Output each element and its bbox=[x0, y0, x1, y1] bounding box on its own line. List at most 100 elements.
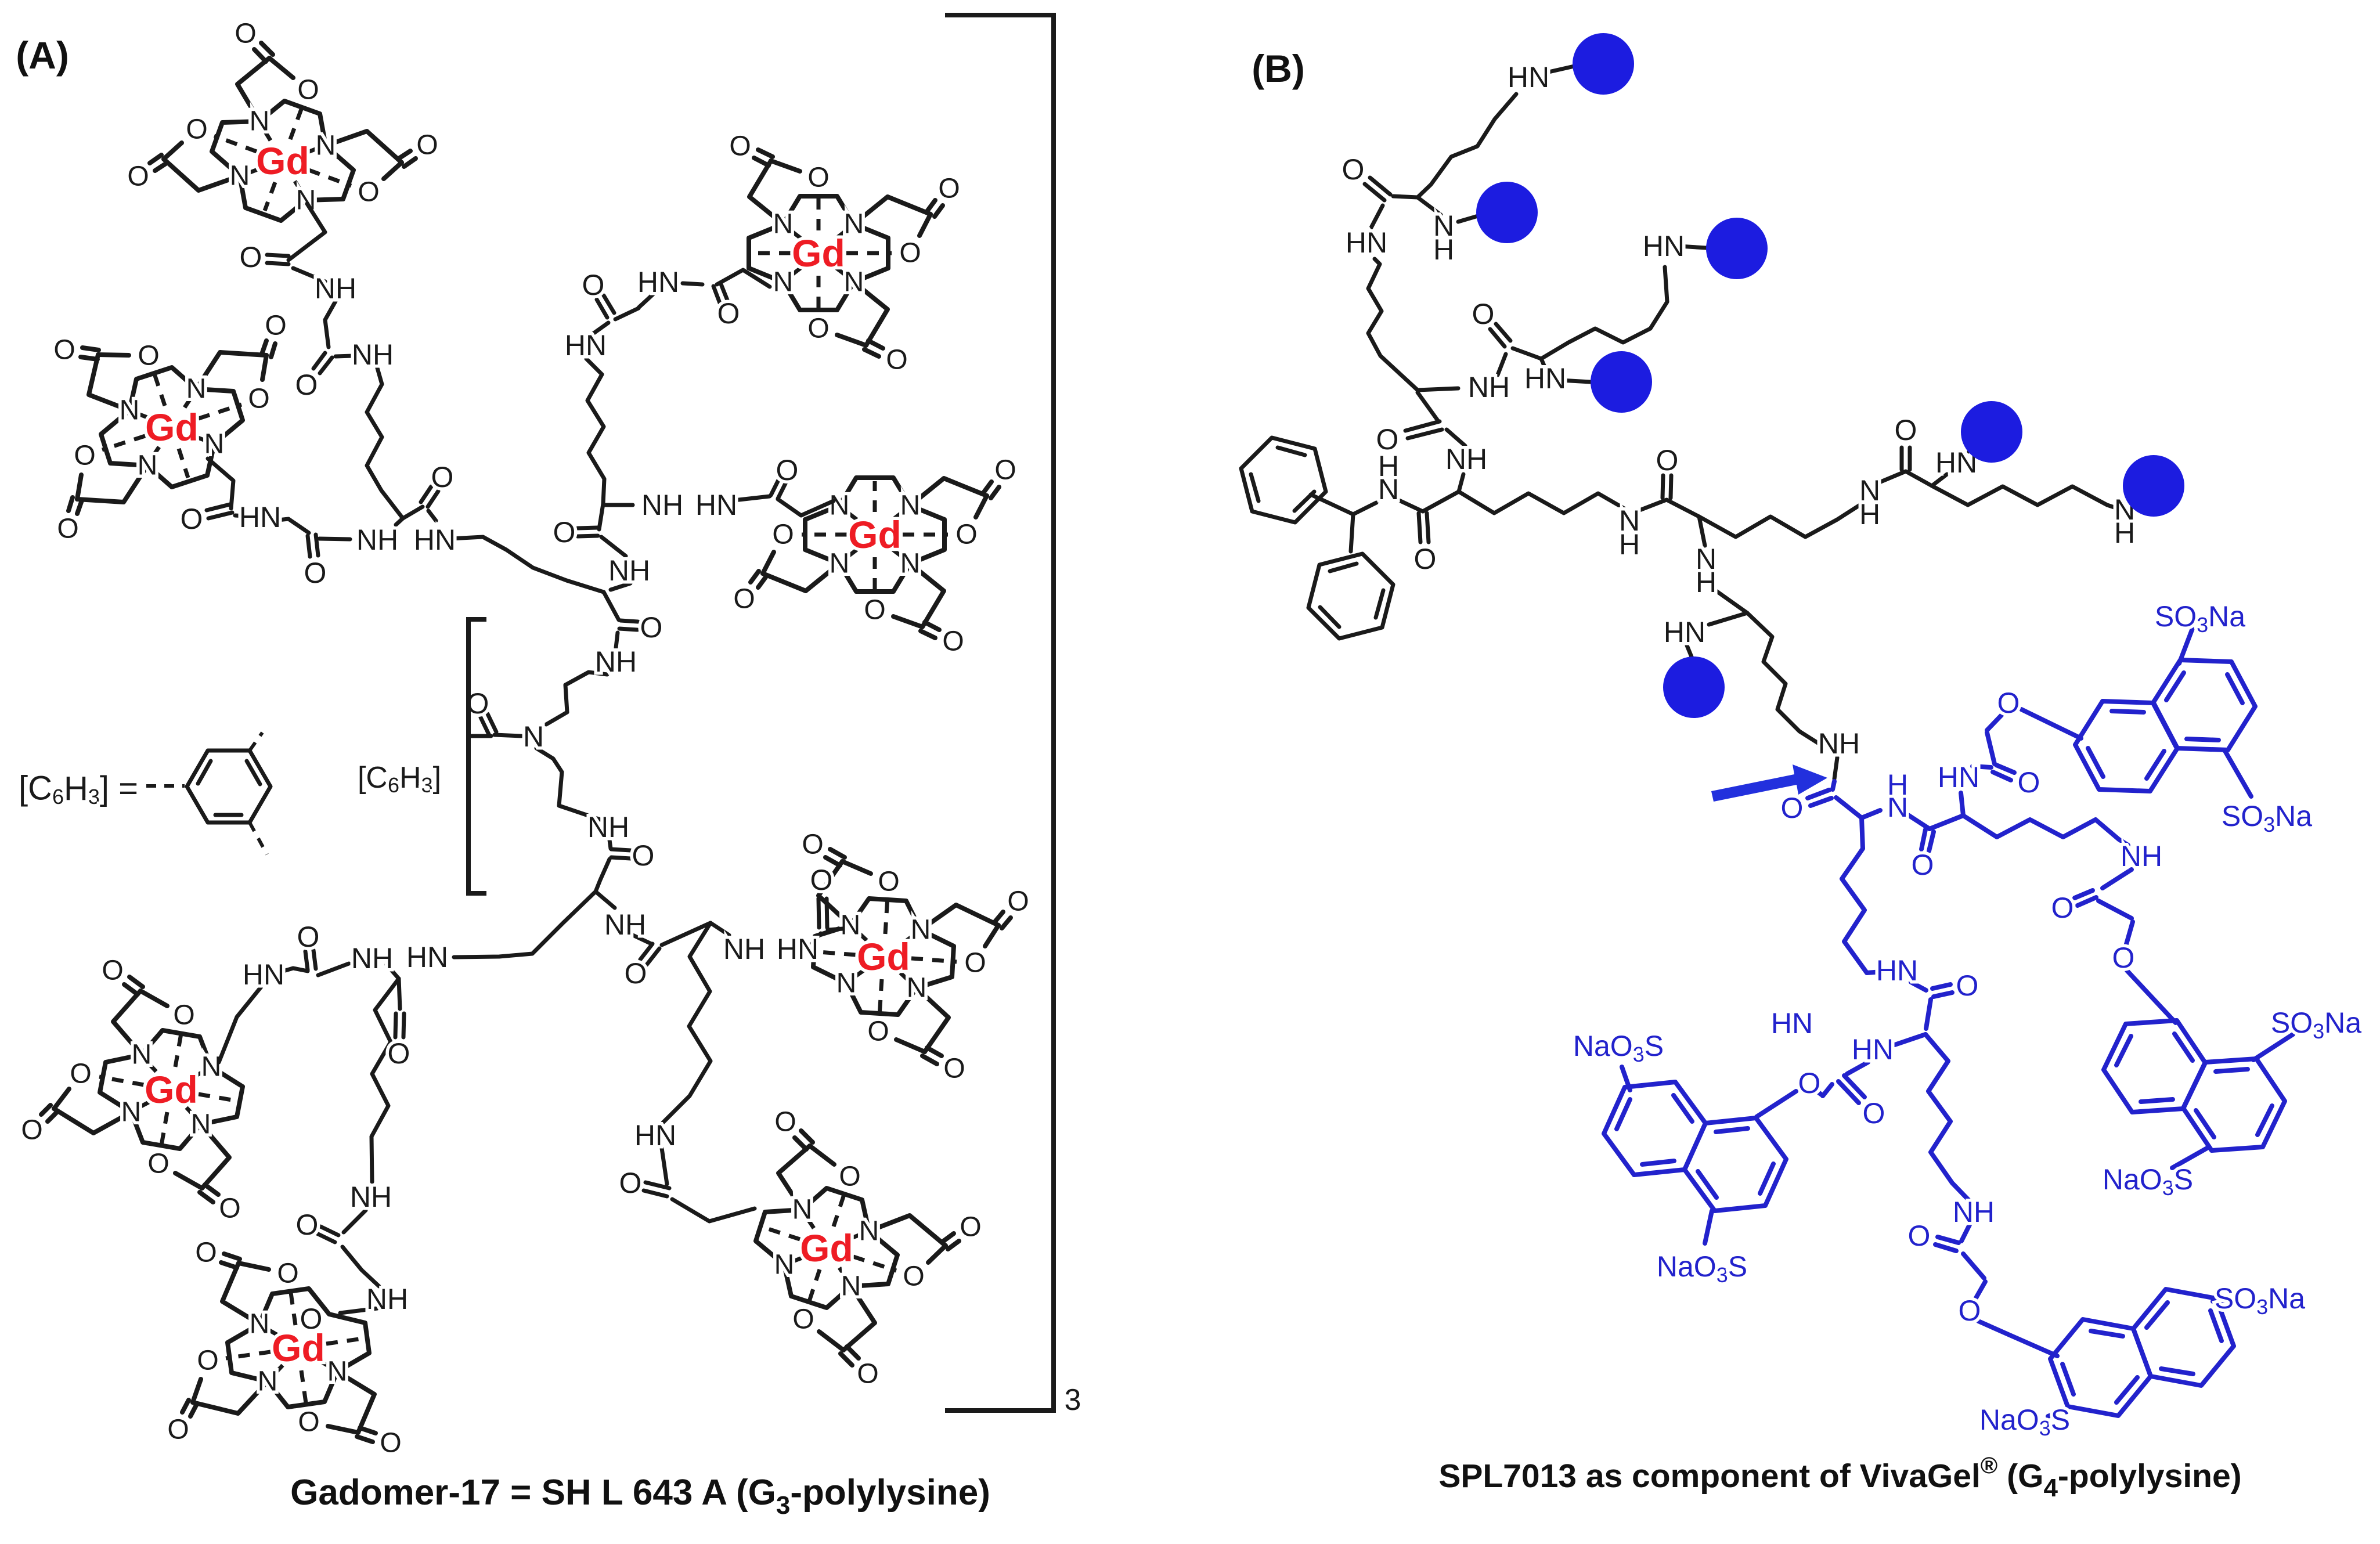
svg-text:N: N bbox=[250, 106, 270, 137]
svg-text:O: O bbox=[195, 1238, 217, 1268]
svg-text:O: O bbox=[903, 1261, 924, 1292]
svg-text:O: O bbox=[886, 345, 907, 376]
svg-text:HN: HN bbox=[1346, 226, 1387, 259]
svg-text:H: H bbox=[1887, 769, 1908, 801]
svg-text:O: O bbox=[57, 514, 78, 544]
svg-text:O: O bbox=[1414, 543, 1437, 575]
svg-text:O: O bbox=[810, 864, 833, 896]
svg-text:NH: NH bbox=[1445, 443, 1487, 475]
svg-text:O: O bbox=[2112, 941, 2135, 974]
svg-text:O: O bbox=[807, 313, 829, 344]
svg-text:HN: HN bbox=[1508, 61, 1549, 93]
svg-text:NH: NH bbox=[315, 272, 356, 305]
svg-text:N: N bbox=[844, 209, 864, 240]
svg-text:NH: NH bbox=[723, 933, 765, 965]
svg-text:SO3Na: SO3Na bbox=[2222, 800, 2312, 836]
svg-text:NH: NH bbox=[595, 645, 637, 678]
svg-text:NH: NH bbox=[2121, 840, 2162, 872]
svg-text:N: N bbox=[844, 267, 864, 298]
svg-text:N: N bbox=[841, 910, 861, 941]
svg-text:HN: HN bbox=[777, 933, 818, 965]
svg-text:O: O bbox=[186, 114, 207, 145]
svg-text:HN: HN bbox=[239, 501, 281, 533]
svg-text:Gd: Gd bbox=[800, 1226, 853, 1269]
svg-text:NH: NH bbox=[350, 1181, 392, 1213]
svg-text:NH: NH bbox=[356, 524, 398, 556]
svg-text:NaO3S: NaO3S bbox=[1573, 1030, 1664, 1066]
svg-text:(B): (B) bbox=[1252, 47, 1305, 90]
svg-text:NH: NH bbox=[1953, 1196, 1995, 1228]
svg-text:N: N bbox=[773, 267, 794, 298]
svg-text:O: O bbox=[774, 1107, 796, 1138]
svg-text:O: O bbox=[792, 1304, 814, 1335]
svg-text:Gd: Gd bbox=[792, 232, 845, 275]
svg-text:N: N bbox=[132, 1040, 152, 1070]
svg-text:HN: HN bbox=[1938, 761, 1979, 793]
svg-text:N: N bbox=[859, 1216, 879, 1247]
svg-text:Gd: Gd bbox=[857, 935, 910, 978]
svg-text:HN: HN bbox=[637, 266, 679, 298]
svg-text:NH: NH bbox=[1468, 371, 1510, 403]
svg-text:O: O bbox=[878, 867, 899, 897]
svg-text:NH: NH bbox=[587, 811, 629, 843]
svg-text:O: O bbox=[964, 948, 986, 979]
svg-text:N: N bbox=[2114, 493, 2135, 526]
svg-text:O: O bbox=[776, 454, 799, 486]
svg-text:SO3Na: SO3Na bbox=[2215, 1282, 2305, 1319]
svg-text:O: O bbox=[295, 369, 318, 401]
svg-text:NaO3S: NaO3S bbox=[1979, 1404, 2070, 1440]
svg-text:O: O bbox=[640, 611, 663, 644]
svg-text:N: N bbox=[900, 549, 921, 579]
svg-text:HN: HN bbox=[414, 524, 456, 556]
svg-text:O: O bbox=[955, 520, 977, 550]
svg-text:HN: HN bbox=[565, 329, 607, 362]
svg-text:O: O bbox=[1895, 414, 1917, 446]
svg-text:O: O bbox=[772, 520, 794, 550]
svg-text:Gadomer-17 = SH L 643 A (G3-po: Gadomer-17 = SH L 643 A (G3-polylysine) bbox=[290, 1473, 990, 1520]
svg-text:O: O bbox=[219, 1193, 240, 1224]
svg-text:O: O bbox=[138, 341, 159, 371]
svg-text:N: N bbox=[830, 549, 850, 579]
svg-text:O: O bbox=[807, 163, 829, 193]
svg-text:O: O bbox=[582, 269, 605, 301]
svg-text:N: N bbox=[327, 1357, 348, 1387]
svg-text:O: O bbox=[181, 503, 203, 535]
svg-text:NaO3S: NaO3S bbox=[1657, 1250, 1747, 1287]
svg-text:O: O bbox=[297, 75, 319, 106]
svg-text:O: O bbox=[431, 461, 454, 493]
svg-text:O: O bbox=[1656, 444, 1679, 477]
svg-text:O: O bbox=[632, 839, 655, 872]
svg-text:O: O bbox=[265, 311, 286, 341]
svg-text:O: O bbox=[1912, 849, 1934, 881]
svg-text:O: O bbox=[248, 384, 269, 414]
svg-text:[C6H3] =: [C6H3] = bbox=[19, 770, 138, 809]
svg-text:HN: HN bbox=[243, 958, 284, 991]
svg-text:O: O bbox=[70, 1059, 91, 1090]
svg-text:O: O bbox=[1376, 423, 1399, 456]
svg-text:[C6H3]: [C6H3] bbox=[358, 761, 441, 797]
svg-text:N: N bbox=[191, 1109, 211, 1140]
svg-text:O: O bbox=[899, 238, 921, 269]
svg-text:O: O bbox=[960, 1212, 981, 1243]
svg-text:Gd: Gd bbox=[145, 406, 199, 449]
svg-text:O: O bbox=[938, 174, 960, 204]
svg-text:N: N bbox=[120, 395, 140, 426]
svg-text:O: O bbox=[2051, 892, 2074, 924]
svg-text:O: O bbox=[619, 1167, 642, 1199]
svg-text:O: O bbox=[147, 1149, 169, 1179]
svg-text:O: O bbox=[942, 626, 964, 657]
svg-text:NH: NH bbox=[351, 942, 393, 975]
svg-text:N: N bbox=[774, 1250, 795, 1280]
svg-text:NH: NH bbox=[608, 554, 650, 587]
svg-text:H: H bbox=[1378, 450, 1399, 482]
svg-text:O: O bbox=[1956, 969, 1979, 1002]
svg-text:N: N bbox=[1859, 474, 1880, 507]
svg-text:O: O bbox=[380, 1428, 401, 1459]
svg-text:Gd: Gd bbox=[848, 513, 901, 556]
svg-text:N: N bbox=[121, 1097, 142, 1128]
svg-text:O: O bbox=[167, 1415, 189, 1445]
svg-text:O: O bbox=[717, 297, 740, 330]
svg-text:HN: HN bbox=[1876, 954, 1918, 987]
svg-text:N: N bbox=[1696, 543, 1717, 575]
svg-text:N: N bbox=[204, 429, 225, 460]
